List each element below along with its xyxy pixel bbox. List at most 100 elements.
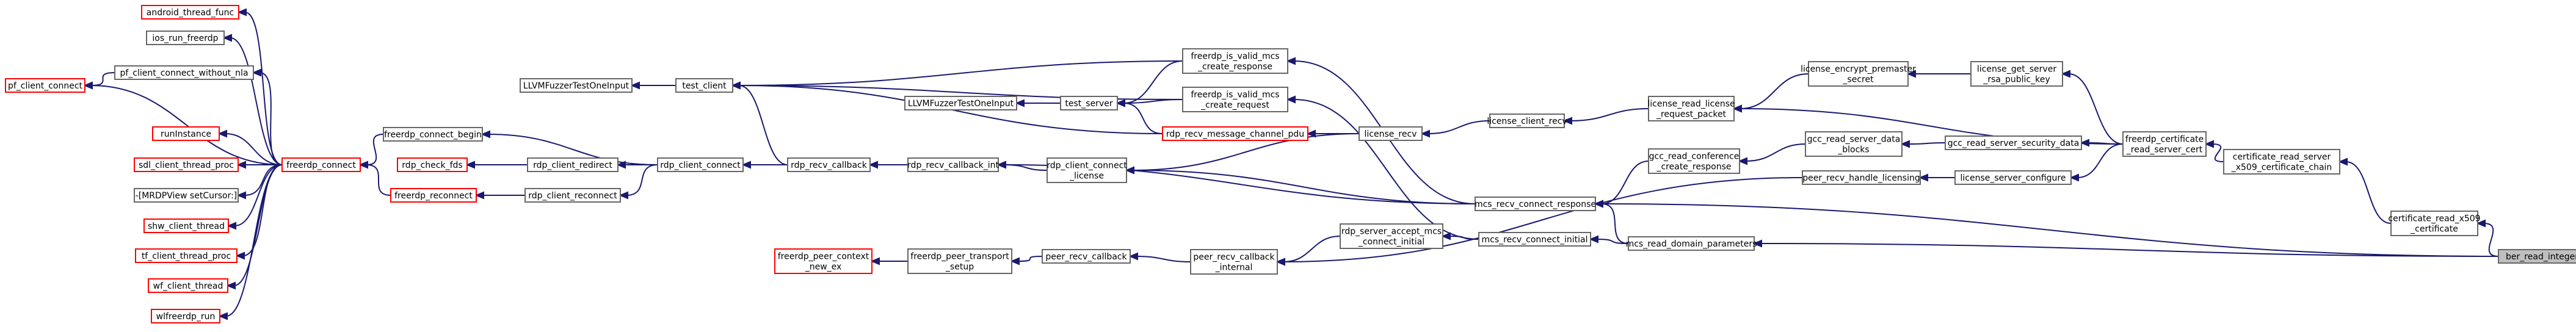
node-freerdp-peer-context-new-ex[interactable]: freerdp_peer_context_new_ex bbox=[774, 248, 873, 274]
node-wf-client-thread[interactable]: wf_client_thread bbox=[148, 278, 228, 293]
node-box[interactable] bbox=[1954, 170, 2072, 185]
node-box[interactable] bbox=[1628, 236, 1755, 251]
node-gcc-read-server-security-data[interactable]: gcc_read_server_security_data bbox=[1945, 135, 2082, 150]
node-box[interactable] bbox=[1060, 96, 1118, 110]
node-box[interactable] bbox=[1478, 232, 1591, 247]
node-shw-client-thread[interactable]: shw_client_thread bbox=[143, 218, 229, 233]
node-box[interactable] bbox=[148, 278, 228, 293]
node-box[interactable] bbox=[2122, 131, 2207, 157]
node-rdp-check-fds[interactable]: rdp_check_fds bbox=[397, 157, 468, 172]
node-rdp-recv-callback[interactable]: rdp_recv_callback bbox=[787, 157, 871, 172]
node-box[interactable] bbox=[1475, 197, 1596, 211]
node-android-thread-func[interactable]: android_thread_func bbox=[141, 5, 239, 20]
node-box[interactable] bbox=[1945, 135, 2082, 150]
node-rdp-recv-message-channel-pdu[interactable]: rdp_recv_message_channel_pdu bbox=[1162, 126, 1308, 141]
node-box[interactable] bbox=[146, 31, 225, 45]
node-box[interactable] bbox=[1182, 48, 1288, 74]
node-mcs-recv-connect-initial[interactable]: mcs_recv_connect_initial bbox=[1478, 232, 1591, 247]
node-peer-recv-callback[interactable]: peer_recv_callback bbox=[1042, 249, 1131, 264]
node-rdp-client-connect[interactable]: rdp_client_connect bbox=[657, 157, 744, 172]
node-license-client-recv[interactable]: license_client_recv bbox=[1487, 114, 1567, 128]
node-tf-client-thread-proc[interactable]: tf_client_thread_proc bbox=[135, 248, 238, 263]
node-box[interactable] bbox=[134, 188, 239, 203]
node-freerdp-connect-begin[interactable]: freerdp_connect_begin bbox=[383, 127, 483, 142]
node-freerdp-certificate-read-server-cert[interactable]: freerdp_certificate_read_server_cert bbox=[2122, 131, 2207, 157]
node-llvmfuzzertestoneinput-a[interactable]: LLVMFuzzerTestOneInput bbox=[520, 78, 633, 93]
node-freerdp-connect[interactable]: freerdp_connect bbox=[281, 157, 361, 172]
node-box[interactable] bbox=[2390, 211, 2478, 236]
node-box[interactable] bbox=[2223, 149, 2340, 175]
node-box[interactable] bbox=[1805, 131, 1903, 157]
node-pf-client-connect[interactable]: pf_client_connect bbox=[5, 78, 85, 93]
node-llvmfuzzertestoneinput-b[interactable]: LLVMFuzzerTestOneInput bbox=[904, 96, 1017, 110]
node-gcc-read-conference-create-response[interactable]: gcc_read_conference_create_response bbox=[1648, 148, 1740, 174]
node-ios-run-freerdp[interactable]: ios_run_freerdp bbox=[146, 31, 225, 45]
node-freerdp-is-valid-mcs-create-response[interactable]: freerdp_is_valid_mcs_create_response bbox=[1182, 48, 1288, 74]
node-box[interactable] bbox=[2498, 249, 2576, 264]
node-box[interactable] bbox=[151, 309, 220, 323]
node-license-read-license-request-packet[interactable]: license_read_license_request_packet bbox=[1647, 96, 1735, 121]
node-box[interactable] bbox=[907, 248, 1012, 274]
node-box[interactable] bbox=[527, 157, 619, 172]
node-box[interactable] bbox=[114, 65, 254, 80]
node-peer-recv-handle-licensing[interactable]: peer_recv_handle_licensing bbox=[1802, 170, 1921, 185]
node-rdp-recv-callback-int[interactable]: rdp_recv_callback_int bbox=[907, 157, 999, 172]
node-license-recv[interactable]: license_recv bbox=[1359, 126, 1423, 141]
node-rdp-server-accept-mcs-connect-initial[interactable]: rdp_server_accept_mcs_connect_initial bbox=[1340, 223, 1443, 249]
node-freerdp-peer-transport-setup[interactable]: freerdp_peer_transport_setup bbox=[907, 248, 1012, 274]
node-license-encrypt-premaster-secret[interactable]: license_encrypt_premaster_secret bbox=[1801, 61, 1916, 87]
node-box[interactable] bbox=[1182, 87, 1288, 112]
node-box[interactable] bbox=[152, 126, 220, 141]
node-freerdp-is-valid-mcs-create-request[interactable]: freerdp_is_valid_mcs_create_request bbox=[1182, 87, 1288, 112]
node-box[interactable] bbox=[675, 78, 733, 93]
node-box[interactable] bbox=[1970, 61, 2063, 87]
node-box[interactable] bbox=[383, 127, 483, 142]
node-test-client[interactable]: test_client bbox=[675, 78, 733, 93]
node-box[interactable] bbox=[1802, 170, 1921, 185]
node-box[interactable] bbox=[281, 157, 361, 172]
node-box[interactable] bbox=[1648, 96, 1735, 121]
node-box[interactable] bbox=[1489, 114, 1565, 128]
node-freerdp-reconnect[interactable]: freerdp_reconnect bbox=[390, 188, 477, 203]
node-license-server-configure[interactable]: license_server_configure bbox=[1954, 170, 2072, 185]
node-pf-client-connect-without-nla[interactable]: pf_client_connect_without_nla bbox=[114, 65, 254, 80]
node-box[interactable] bbox=[787, 157, 871, 172]
node-box[interactable] bbox=[143, 218, 229, 233]
node-ber-read-integer[interactable]: ber_read_integer bbox=[2498, 249, 2576, 264]
node-certificate-read-server-x509-certificate-chain[interactable]: certificate_read_server_x509_certificate… bbox=[2223, 149, 2340, 175]
node-box[interactable] bbox=[397, 157, 468, 172]
node-license-get-server-rsa-public-key[interactable]: license_get_server_rsa_public_key bbox=[1970, 61, 2063, 87]
node-rdp-client-connect-license[interactable]: rdp_client_connect_license bbox=[1047, 157, 1127, 183]
node-box[interactable] bbox=[524, 188, 621, 203]
node-rdp-client-reconnect[interactable]: rdp_client_reconnect bbox=[524, 188, 621, 203]
node-mcs-read-domain-parameters[interactable]: mcs_read_domain_parameters bbox=[1626, 236, 1757, 251]
node-certificate-read-x509-certificate[interactable]: certificate_read_x509_certificate bbox=[2388, 211, 2481, 236]
node-box[interactable] bbox=[657, 157, 744, 172]
node-box[interactable] bbox=[774, 248, 873, 274]
node-box[interactable] bbox=[1190, 249, 1278, 275]
node-runinstance[interactable]: runInstance bbox=[152, 126, 220, 141]
node-wlfreerdp-run[interactable]: wlfreerdp_run bbox=[151, 309, 220, 323]
node-peer-recv-callback-internal[interactable]: peer_recv_callback_internal bbox=[1190, 249, 1278, 275]
node-box[interactable] bbox=[1359, 126, 1423, 141]
node-box[interactable] bbox=[1340, 223, 1443, 249]
node-box[interactable] bbox=[1808, 61, 1909, 87]
node-box[interactable] bbox=[1162, 126, 1308, 141]
node-box[interactable] bbox=[5, 78, 85, 93]
node-test-server[interactable]: test_server bbox=[1060, 96, 1118, 110]
node-mcs-recv-connect-response[interactable]: mcs_recv_connect_response bbox=[1475, 197, 1596, 211]
node-gcc-read-server-data-blocks[interactable]: gcc_read_server_data_blocks bbox=[1805, 131, 1903, 157]
node-box[interactable] bbox=[1047, 157, 1127, 183]
node-box[interactable] bbox=[1042, 249, 1131, 264]
node-rdp-client-redirect[interactable]: rdp_client_redirect bbox=[527, 157, 619, 172]
node-box[interactable] bbox=[520, 78, 633, 93]
node-box[interactable] bbox=[134, 157, 239, 172]
node-box[interactable] bbox=[1648, 148, 1740, 174]
node-sdl-client-thread-proc[interactable]: sdl_client_thread_proc bbox=[134, 157, 239, 172]
node-box[interactable] bbox=[135, 248, 238, 263]
node-box[interactable] bbox=[907, 157, 999, 172]
node-mrdpview-setcursor[interactable]: -[MRDPView setCursor:] bbox=[134, 188, 239, 203]
node-box[interactable] bbox=[141, 5, 239, 20]
node-box[interactable] bbox=[904, 96, 1017, 110]
node-box[interactable] bbox=[390, 188, 477, 203]
